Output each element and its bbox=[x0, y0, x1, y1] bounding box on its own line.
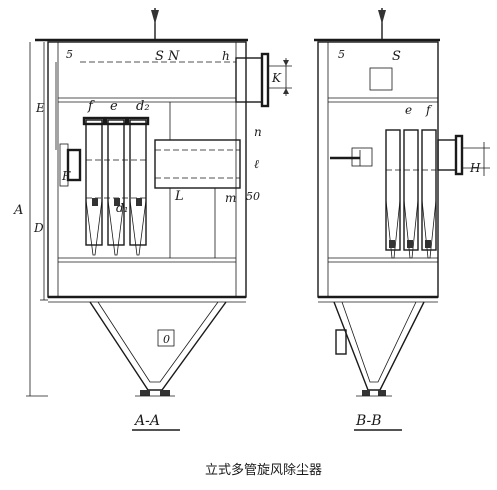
label-b-dim5: 5 bbox=[338, 48, 345, 61]
label-b-f: f bbox=[425, 103, 433, 117]
figure-caption: 立式多管旋风除尘器 bbox=[205, 462, 322, 478]
view-a-cyclone-tubes bbox=[82, 116, 150, 256]
label-a-box: 0 bbox=[163, 333, 170, 346]
view-a-hopper-nameplate bbox=[157, 329, 175, 347]
view-b-cyclone-tubes bbox=[385, 129, 437, 259]
view-b-labels: 5 S e f H B-B bbox=[338, 48, 481, 431]
label-a-f: f bbox=[87, 99, 95, 114]
view-b-hopper bbox=[333, 301, 425, 391]
label-b-h: H bbox=[469, 161, 481, 175]
view-a-labels: S N 5 h K E f e d₂ n ℓ F L m 50 d₁ A D 0… bbox=[13, 48, 282, 431]
label-b-s: S bbox=[392, 49, 401, 64]
label-a-e: e bbox=[110, 99, 118, 114]
view-a-hopper bbox=[89, 301, 227, 391]
view-a-outlet-flange bbox=[235, 57, 263, 103]
label-a-n: N bbox=[167, 49, 180, 64]
view-b-inlet-flange bbox=[437, 139, 457, 171]
section-label-b-b: B-B bbox=[355, 413, 382, 429]
label-b-e: e bbox=[405, 103, 412, 117]
label-a-dim50: 50 bbox=[246, 190, 260, 203]
label-a-m: m bbox=[225, 191, 236, 205]
label-a-e-upper: E bbox=[35, 101, 45, 115]
label-a-l-small: ℓ bbox=[254, 157, 259, 171]
label-a-n-lower: n bbox=[254, 125, 262, 139]
view-a-a bbox=[26, 8, 292, 397]
label-a-s: S bbox=[155, 49, 164, 64]
label-a-a: A bbox=[13, 203, 23, 218]
view-a-inlet-duct bbox=[154, 139, 241, 189]
label-a-d2: d₂ bbox=[136, 99, 150, 114]
view-a-casing bbox=[47, 41, 247, 298]
label-a-k: K bbox=[271, 71, 282, 85]
label-a-d: D bbox=[33, 221, 44, 235]
view-b-b bbox=[314, 8, 490, 397]
label-a-f-upper: F bbox=[61, 169, 71, 183]
section-label-a-a: A-A bbox=[133, 413, 160, 429]
label-a-h: h bbox=[222, 49, 230, 63]
view-b-casing bbox=[317, 41, 439, 298]
label-a-l: L bbox=[174, 189, 184, 204]
label-a-d1: d₁ bbox=[116, 201, 129, 215]
label-a-dim5: 5 bbox=[66, 48, 73, 61]
